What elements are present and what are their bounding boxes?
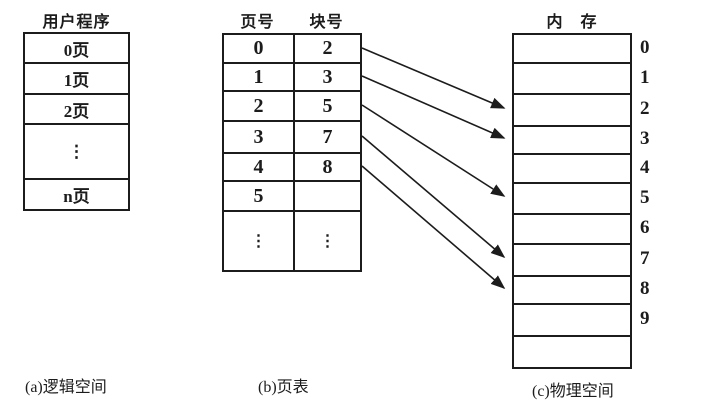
page-table-row: 4 8 (224, 154, 360, 182)
memory-frame-row (514, 277, 630, 305)
logical-page-row: 1页 (25, 64, 128, 95)
mapping-arrow-page3-frame7 (361, 135, 506, 259)
mapping-arrow-page4-frame8 (361, 165, 506, 290)
page-table-ellipsis-row: ⋮ ⋮ (224, 212, 360, 270)
block-number-cell (295, 182, 360, 210)
logical-space-title: 用户程序 (42, 14, 111, 31)
block-number-cell: ⋮ (319, 233, 336, 250)
frame-number-label: 0 (640, 37, 650, 58)
page-table-row: 3 7 (224, 122, 360, 154)
page-number-cell: 1 (224, 64, 295, 90)
memory-box (512, 33, 632, 369)
logical-space-box: 0页 1页 2页 ⋮ n页 (23, 32, 130, 211)
logical-page-row: n页 (63, 187, 90, 206)
page-number-cell: 4 (224, 154, 295, 180)
memory-frame-row (514, 245, 630, 277)
mapping-arrow-page1-frame3 (361, 75, 506, 139)
page-number-cell: 5 (224, 182, 295, 210)
frame-number-label: 7 (640, 248, 650, 269)
block-number-cell: 8 (322, 155, 333, 178)
page-table-row: 2 5 (224, 92, 360, 122)
logical-page-row: 2页 (25, 95, 128, 125)
caption-page-table: (b)页表 (258, 379, 309, 396)
frame-number-label: 8 (640, 278, 650, 299)
page-table-header-page: 页号 (240, 14, 275, 31)
frame-number-label: 3 (640, 128, 650, 149)
page-number-cell: 0 (224, 35, 295, 62)
page-table-header-block: 块号 (309, 14, 344, 31)
block-number-cell: 5 (322, 94, 333, 117)
memory-frame-row (514, 64, 630, 95)
page-number-cell: 3 (224, 122, 295, 152)
frame-number-label: 1 (640, 67, 650, 88)
page-number-cell: ⋮ (224, 212, 295, 270)
mapping-arrow-page2-frame5 (361, 104, 506, 197)
page-table-box: 0 2 1 3 2 5 3 7 4 8 5 ⋮ ⋮ (222, 33, 362, 272)
caption-logical-space: (a)逻辑空间 (25, 379, 107, 396)
memory-title: 内 存 (546, 14, 598, 31)
frame-number-label: 4 (640, 157, 650, 178)
frame-number-label: 2 (640, 98, 650, 119)
memory-frame-row (514, 337, 630, 367)
caption-physical-space: (c)物理空间 (532, 383, 614, 400)
memory-frame-row (514, 95, 630, 127)
logical-page-row: 0页 (25, 34, 128, 64)
frame-number-label: 5 (640, 187, 650, 208)
block-number-cell: 7 (322, 125, 333, 148)
memory-frame-row (514, 35, 630, 64)
page-table-row: 5 (224, 182, 360, 212)
block-number-cell: 3 (322, 65, 333, 88)
memory-frame-row (514, 305, 630, 337)
memory-frame-row (514, 155, 630, 184)
memory-frame-row (514, 215, 630, 245)
page-number-cell: 2 (224, 92, 295, 120)
block-number-cell: 2 (322, 37, 333, 59)
memory-frame-row (514, 127, 630, 155)
mapping-arrow-page0-frame2 (361, 47, 506, 109)
page-table-row: 1 3 (224, 64, 360, 92)
logical-ellipsis-row: ⋮ (25, 125, 128, 180)
frame-number-label: 9 (640, 308, 650, 329)
frame-number-label: 6 (640, 217, 650, 238)
memory-frame-row (514, 184, 630, 215)
page-table-row: 0 2 (224, 35, 360, 64)
